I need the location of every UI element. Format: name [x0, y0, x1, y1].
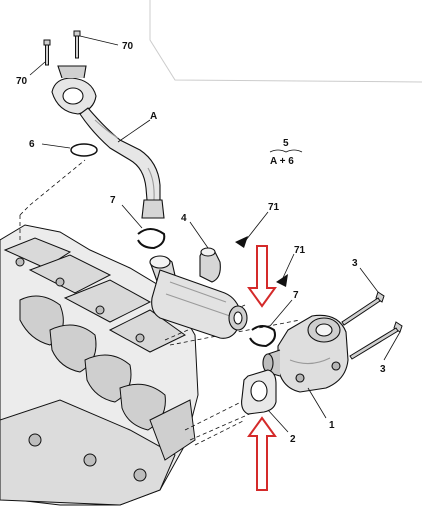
callout-4: 4	[181, 213, 187, 224]
callout-2: 2	[290, 434, 296, 445]
callout-7-upper: 7	[110, 195, 116, 206]
callout-71-upper: 71	[268, 202, 280, 213]
screw-70-left	[43, 39, 51, 66]
fraction-brace	[269, 149, 303, 153]
callout-7-lower: 7	[293, 290, 299, 301]
clamp-7-upper	[137, 228, 166, 250]
highlight-arrow-down	[247, 245, 277, 308]
page-boundary	[149, 0, 422, 83]
leader-71b	[281, 253, 295, 281]
fraction-denominator: A + 6	[270, 156, 294, 167]
leader-70a	[29, 61, 46, 76]
leader-1	[307, 387, 327, 419]
leader-71a	[245, 211, 269, 241]
callout-1: 1	[329, 420, 335, 431]
egr-pipe-a	[51, 65, 165, 219]
highlight-arrow-up	[247, 416, 277, 491]
leader-4	[189, 221, 209, 249]
leader-3a	[359, 267, 379, 293]
leader-2	[267, 409, 289, 433]
engine-block	[0, 224, 199, 506]
leader-7b	[269, 299, 293, 327]
leader-70b	[79, 35, 119, 46]
fraction-numerator: 5	[283, 138, 289, 149]
callout-3-lower: 3	[380, 364, 386, 375]
callout-a: A	[150, 111, 157, 122]
callout-70-left: 70	[16, 76, 28, 87]
marker-71b	[276, 274, 288, 287]
leader-3b	[383, 331, 401, 361]
marker-71a	[235, 236, 248, 248]
clamp-7-lower	[249, 325, 276, 348]
screw-70-right	[73, 30, 81, 59]
callout-3-upper: 3	[352, 258, 358, 269]
leader-6	[41, 143, 71, 149]
o-ring-6	[70, 143, 98, 157]
callout-6: 6	[29, 139, 35, 150]
callout-70-right: 70	[122, 41, 134, 52]
gasket-2	[241, 369, 277, 415]
callout-71-lower: 71	[294, 245, 306, 256]
egr-cooler-4	[149, 247, 248, 339]
bolt-3-upper	[341, 291, 385, 326]
leader-a	[117, 119, 151, 143]
bolt-3-lower	[349, 321, 403, 360]
leader-7a	[121, 204, 143, 229]
egr-valve-1	[262, 314, 349, 393]
